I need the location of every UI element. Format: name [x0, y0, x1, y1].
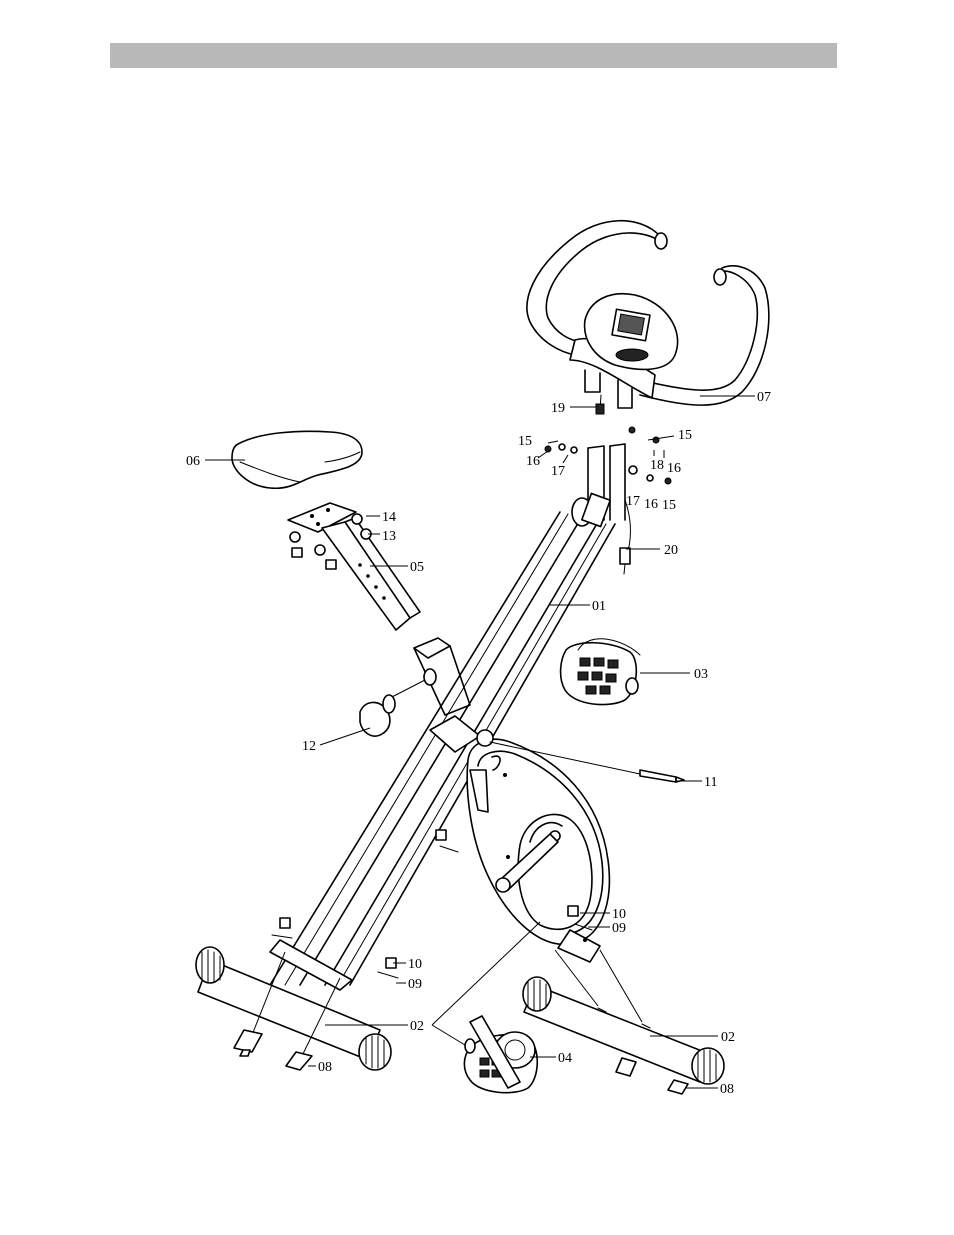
pedal-right: [561, 639, 640, 705]
label-02-a: 02: [410, 1019, 424, 1034]
label-16-a: 16: [526, 454, 540, 469]
label-15-c: 15: [662, 498, 676, 513]
label-20: 20: [664, 543, 678, 558]
label-01: 01: [592, 599, 606, 614]
stabilizer-rear: [523, 950, 724, 1094]
label-15-a: 15: [518, 434, 532, 449]
label-17-a: 17: [551, 464, 565, 479]
label-10-b: 10: [408, 957, 422, 972]
label-14: 14: [382, 510, 396, 525]
label-17-b: 17: [626, 494, 640, 509]
handlebar: [527, 221, 769, 414]
label-06: 06: [186, 454, 200, 469]
label-12: 12: [302, 739, 316, 754]
label-04: 04: [558, 1051, 572, 1066]
label-03: 03: [694, 667, 708, 682]
label-02-b: 02: [721, 1030, 735, 1045]
seat: [232, 431, 362, 488]
label-19: 19: [551, 401, 565, 416]
label-16-b: 16: [667, 461, 681, 476]
label-13: 13: [382, 529, 396, 544]
label-09-b: 09: [408, 977, 422, 992]
label-15-b: 15: [678, 428, 692, 443]
label-09-a: 09: [612, 921, 626, 936]
label-11: 11: [704, 775, 717, 790]
label-05: 05: [410, 560, 424, 575]
label-18: 18: [650, 458, 664, 473]
label-10-a: 10: [612, 907, 626, 922]
label-08-a: 08: [318, 1060, 332, 1075]
pedal-left: [464, 1016, 537, 1093]
label-16-c: 16: [644, 497, 658, 512]
label-08-b: 08: [720, 1082, 734, 1097]
label-07: 07: [757, 390, 771, 405]
